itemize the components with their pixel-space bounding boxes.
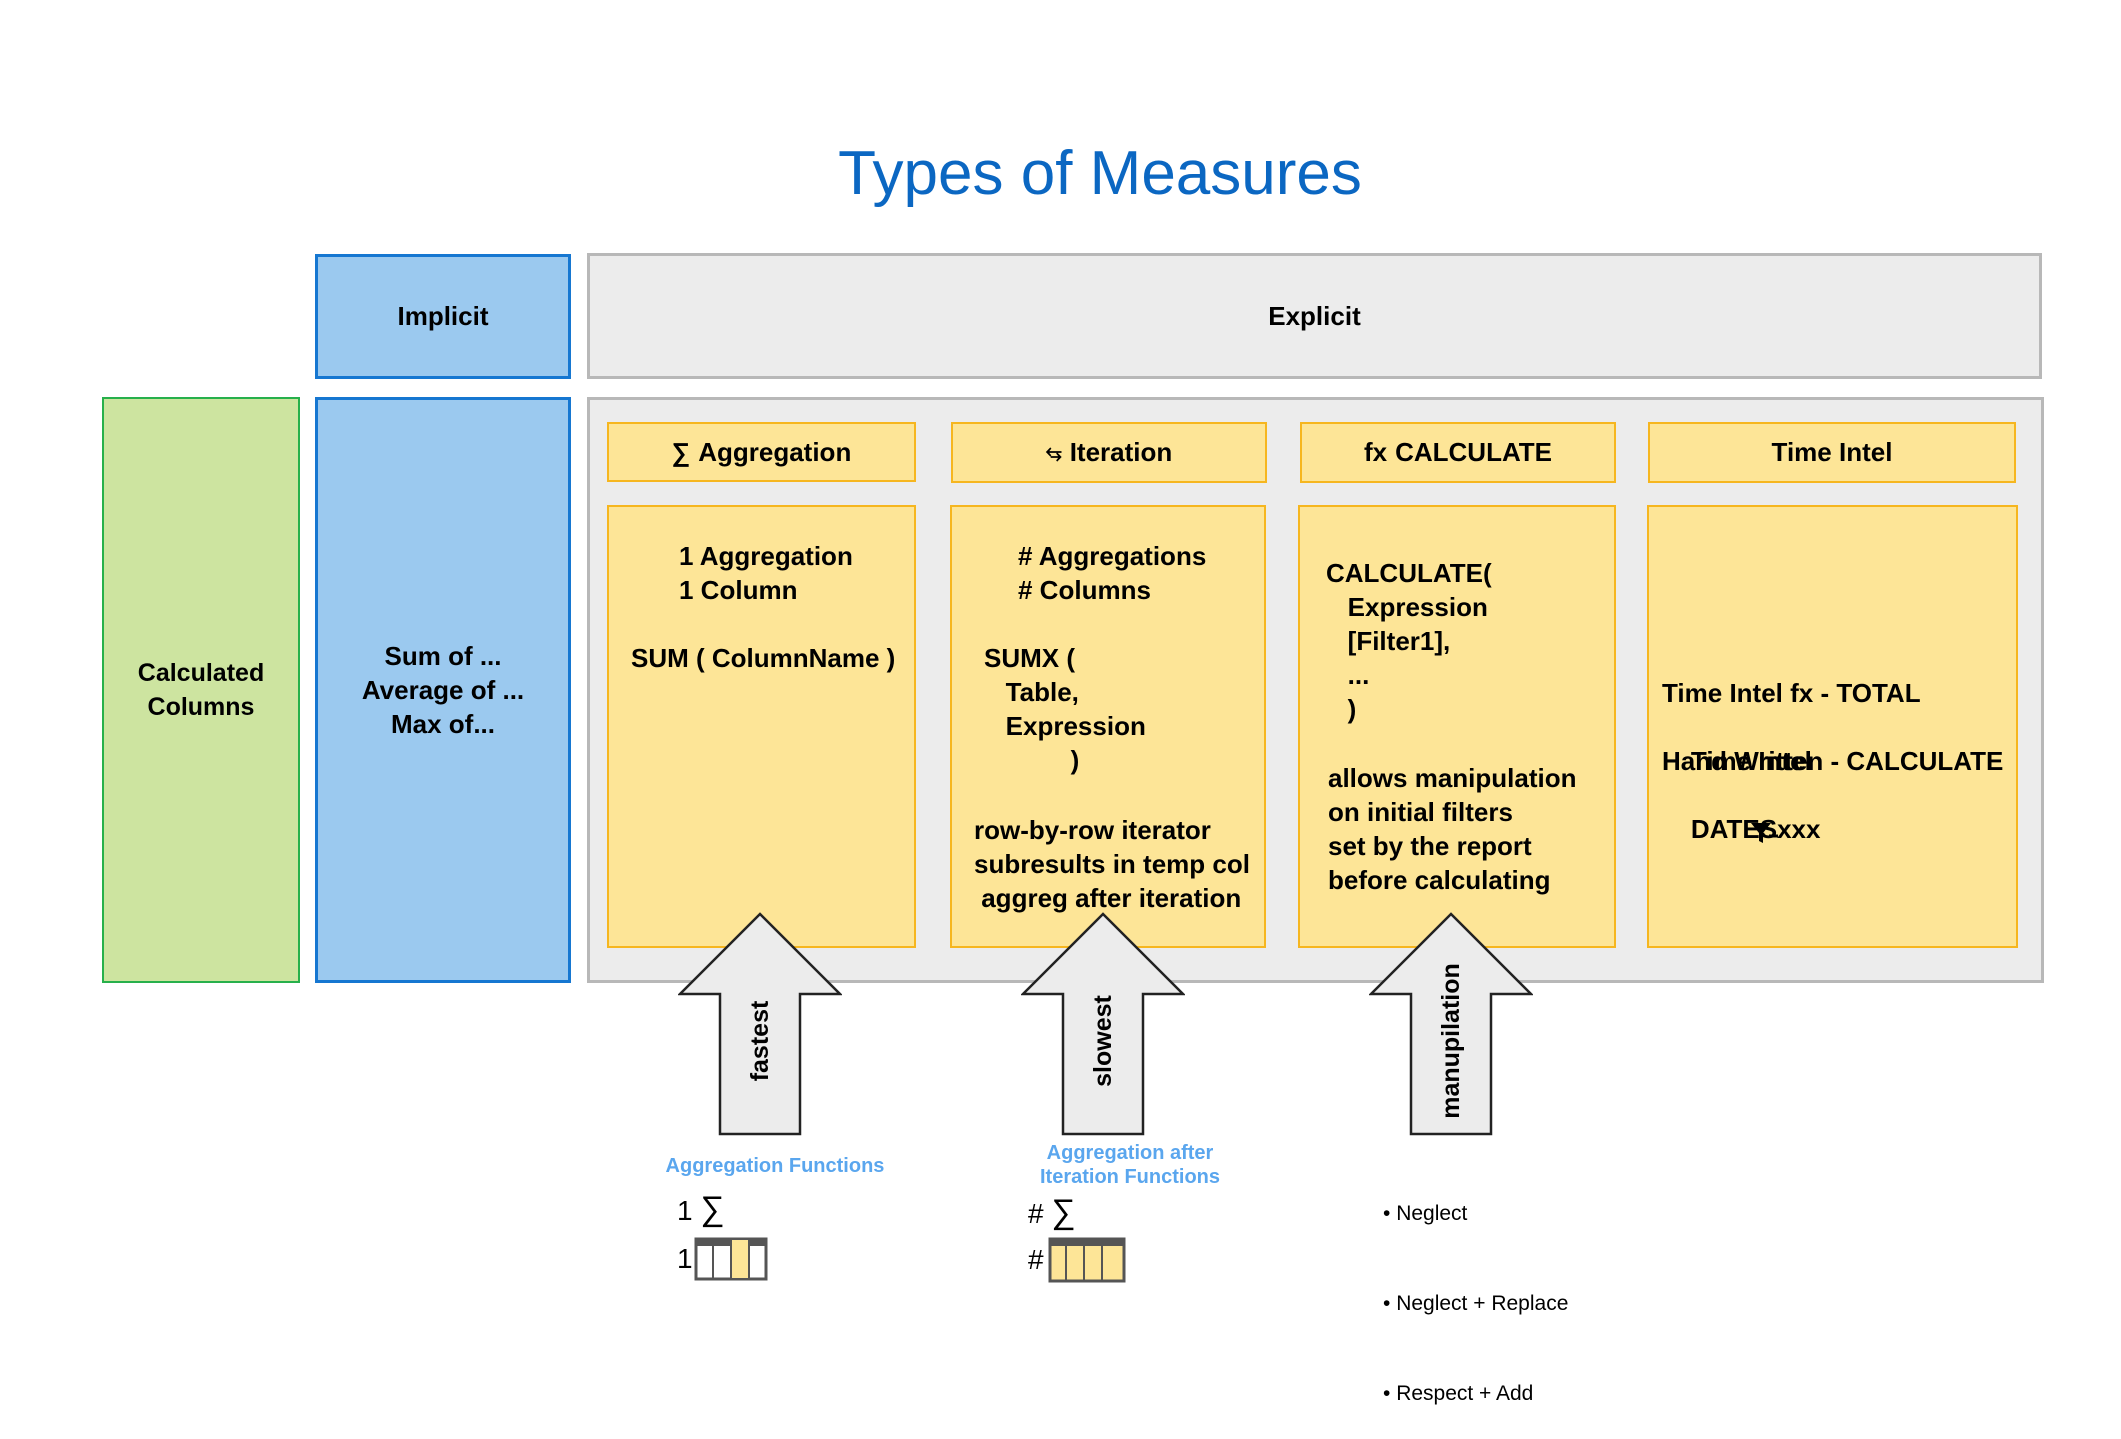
fx-icon: fx [1363,437,1388,467]
iteration-desc: # Aggregations # Columns [1018,541,1207,605]
category-time-intel: Time Intel [1648,422,2016,483]
category-aggregation: ∑ Aggregation [607,422,916,482]
manipulation-arrow: manupilation [1369,912,1533,1136]
time-intel-line: Time Intel fx - TOTAL [1662,678,1921,708]
table-icon [1048,1237,1126,1283]
implicit-header: Implicit [315,254,571,379]
iteration-table-row: # [1028,1236,1128,1284]
list-item-label: Neglect [1396,1202,1468,1225]
calculate-notes: allows manipulation on initial filters s… [1328,763,1577,895]
category-calculate: fx CALCULATE [1300,422,1616,483]
arrow-label: slowest [1089,994,1117,1086]
category-label: Iteration [1069,437,1173,467]
fastest-arrow: fastest [678,912,842,1136]
iteration-icon: ⥃ [1045,441,1062,463]
explicit-header: Explicit [587,253,2042,379]
arrow-label: manupilation [1437,963,1465,1119]
arrow-label: fastest [746,1000,774,1081]
count-label: 1 [677,1195,693,1226]
aggregation-table-row: 1 [677,1236,769,1282]
list-item: • Neglect + Replace [1383,1292,1569,1315]
category-iteration: ⥃ Iteration [951,422,1267,483]
count-label: # [1028,1198,1044,1229]
sigma-icon: ∑ [1051,1193,1076,1231]
count-label: 1 [677,1243,693,1274]
iteration-notes: row-by-row iterator subresults in temp c… [974,815,1250,913]
calculated-columns-box: Calculated Columns [102,397,300,983]
iteration-functions-label: Aggregation after Iteration Functions [1040,1142,1220,1188]
category-label: Aggregation [698,436,852,467]
list-item-label: Respect + Add [1396,1382,1534,1405]
slowest-arrow: slowest [1021,912,1185,1136]
iteration-example: SUMX ( Table, Expression ) [984,643,1146,775]
time-intel-label: Time Intel [1690,746,1812,776]
time-intel-body: Time Intel fx - TOTAL Time Intel DATESxx… [1647,505,2018,948]
calculated-columns-label: Calculated Columns [137,659,265,721]
count-label: # [1028,1244,1044,1275]
aggregation-desc: 1 Aggregation 1 Column [679,541,853,605]
list-item: • Neglect [1383,1202,1468,1225]
list-item: • Respect + Add [1383,1382,1534,1405]
manipulation-list: • Neglect • Neglect + Replace • Respect … [1383,1139,1568,1439]
dates-label: DATESxxx [1690,814,1821,844]
category-label: Time Intel [1771,437,1893,467]
aggregation-example: SUM ( ColumnName ) [631,643,896,673]
implicit-body-box: Sum of ... Average of ... Max of... [315,397,571,983]
time-intel-line: Time Intel DATESxxx [1662,710,1821,880]
calculate-syntax: CALCULATE( Expression [Filter1], ... ) [1326,558,1492,724]
filter-icon [1707,785,1779,844]
calculate-body: CALCULATE( Expression [Filter1], ... ) a… [1298,505,1616,948]
page-title: Types of Measures [838,139,1362,208]
sigma-icon: ∑ [700,1190,725,1228]
aggregation-functions-label: Aggregation Functions [665,1155,885,1177]
category-label: CALCULATE [1395,437,1553,467]
time-intel-line: Hand Written - CALCULATE [1662,746,2004,776]
aggregation-sigma-row: 1 ∑ [677,1190,725,1229]
implicit-examples: Sum of ... Average of ... Max of... [361,641,525,739]
iteration-sigma-row: # ∑ [1028,1193,1076,1232]
table-icon [694,1237,768,1281]
iteration-body: # Aggregations # Columns SUMX ( Table, E… [950,505,1266,948]
list-item-label: Neglect + Replace [1396,1292,1569,1315]
aggregation-body: 1 Aggregation 1 Column SUM ( ColumnName … [607,505,916,948]
sigma-icon: ∑ [671,436,691,467]
